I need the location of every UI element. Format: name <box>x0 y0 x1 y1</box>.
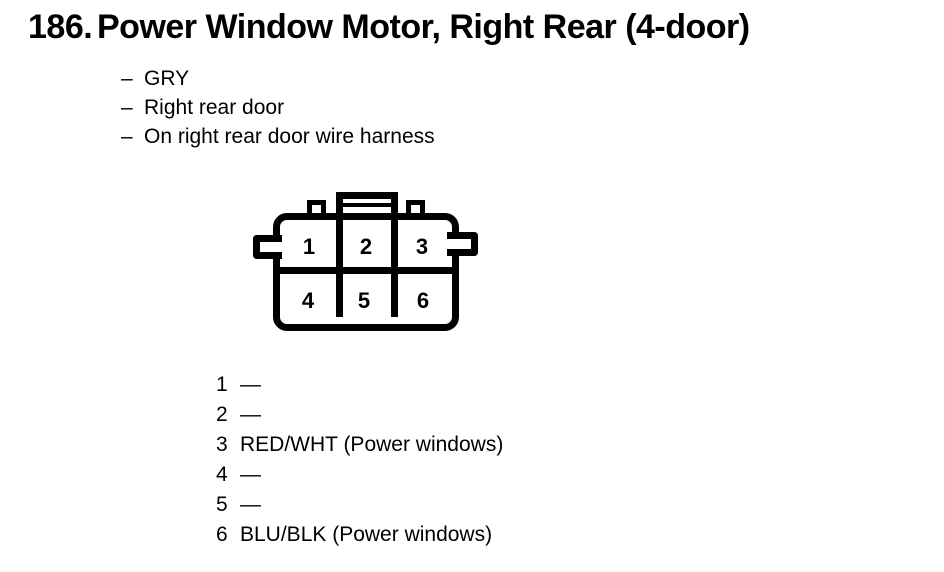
pin-number: 3 <box>216 433 228 456</box>
note-text: Right rear door <box>144 96 285 119</box>
pin-number: 5 <box>216 493 228 516</box>
connector-latch-tab <box>336 192 398 213</box>
pin-wire-label: — <box>240 373 261 396</box>
connector-ear-right <box>447 232 478 256</box>
note-line: –Right rear door <box>121 93 435 122</box>
figure-number: 186. <box>28 8 93 46</box>
pinout-row: 6 BLU/BLK (Power windows) <box>216 520 503 550</box>
note-line: –GRY <box>121 64 435 93</box>
pin-wire-label: — <box>240 403 261 426</box>
connector-index-tab-left <box>307 200 326 213</box>
pin-wire-label: — <box>240 493 261 516</box>
note-text: On right rear door wire harness <box>144 125 435 148</box>
connector-index-tab-right <box>406 200 425 213</box>
pinout-row: 4— <box>216 460 503 490</box>
pin-wire-label: BLU/BLK (Power windows) <box>240 523 493 546</box>
note-text: GRY <box>144 67 190 90</box>
grid-vertical-line <box>391 213 398 317</box>
grid-vertical-line <box>336 213 343 317</box>
cavity-number-3: 3 <box>415 234 429 259</box>
pinout-row: 5— <box>216 490 503 520</box>
pin-number: 4 <box>216 463 228 486</box>
pin-wire-label: — <box>240 463 261 486</box>
pin-wire-label: RED/WHT (Power windows) <box>240 433 504 456</box>
cavity-number-5: 5 <box>357 288 371 313</box>
notes-list: –GRY –Right rear door –On right rear doo… <box>121 64 435 151</box>
pin-number: 2 <box>216 403 228 426</box>
note-dash: – <box>121 67 133 90</box>
connector-ear-left <box>253 235 282 259</box>
connector-diagram: 1 2 3 4 5 6 <box>253 192 478 331</box>
latch-ridge <box>343 203 391 207</box>
cavity-number-6: 6 <box>416 288 430 313</box>
cavity-number-4: 4 <box>301 288 315 313</box>
pin-number: 6 <box>216 523 228 546</box>
pinout-row: 3 RED/WHT (Power windows) <box>216 430 503 460</box>
note-dash: – <box>121 96 133 119</box>
figure-title: Power Window Motor, Right Rear (4-door) <box>97 8 750 46</box>
cavity-number-2: 2 <box>359 234 373 259</box>
pinout-row: 2— <box>216 400 503 430</box>
grid-horizontal-line <box>273 267 459 274</box>
cavity-number-1: 1 <box>302 234 316 259</box>
pin-number: 1 <box>216 373 228 396</box>
pinout-row: 1— <box>216 370 503 400</box>
page-title: 186.Power Window Motor, Right Rear (4-do… <box>28 8 750 47</box>
note-line: –On right rear door wire harness <box>121 122 435 151</box>
note-dash: – <box>121 125 133 148</box>
